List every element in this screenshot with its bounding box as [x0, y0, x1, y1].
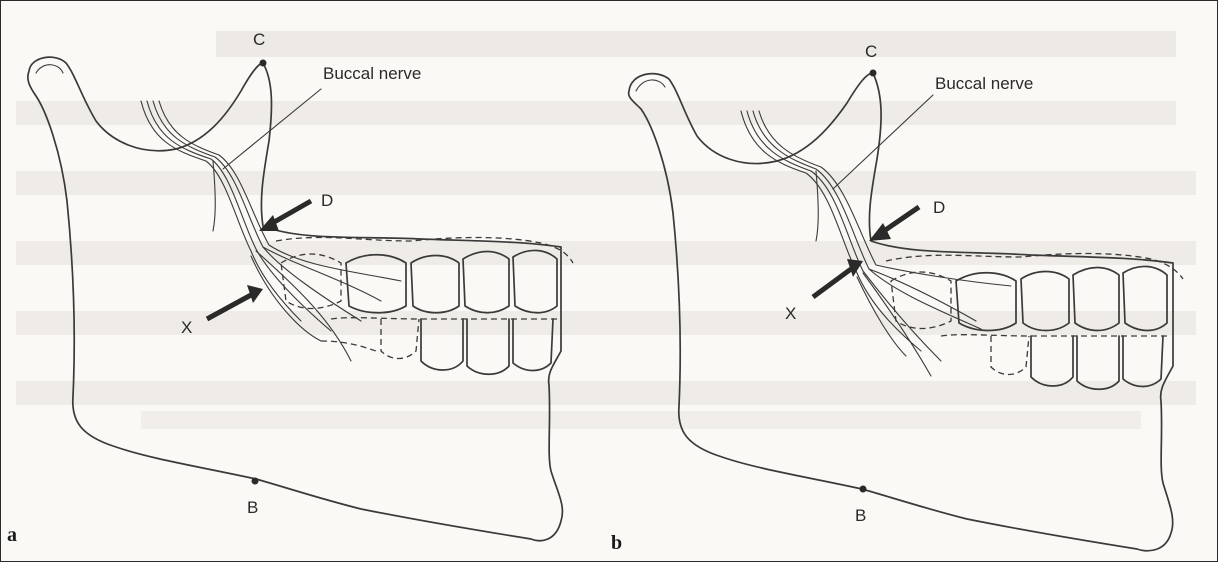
- arrow-d-a: [259, 201, 311, 231]
- point-b-b: [860, 486, 867, 493]
- label-buccal-nerve-b: Buccal nerve: [935, 74, 1033, 93]
- label-c-b: C: [865, 42, 877, 61]
- point-c-b: [870, 70, 877, 77]
- label-c-a: C: [253, 30, 265, 49]
- point-c-a: [260, 60, 267, 67]
- panel-label-b: b: [611, 532, 622, 554]
- label-d-b: D: [933, 198, 945, 217]
- label-b-a: B: [247, 498, 258, 517]
- condyle-detail-b: [636, 80, 665, 91]
- label-x-b: X: [785, 304, 796, 323]
- label-x-a: X: [181, 318, 192, 337]
- arrow-d-b: [869, 207, 919, 241]
- label-b-b: B: [855, 506, 866, 525]
- mandible-outline-a: [28, 57, 563, 541]
- label-buccal-nerve-a: Buccal nerve: [323, 64, 421, 83]
- label-d-a: D: [321, 191, 333, 210]
- condyle-detail-a: [36, 65, 63, 73]
- point-b-a: [252, 478, 259, 485]
- panel-label-a: a: [7, 524, 17, 546]
